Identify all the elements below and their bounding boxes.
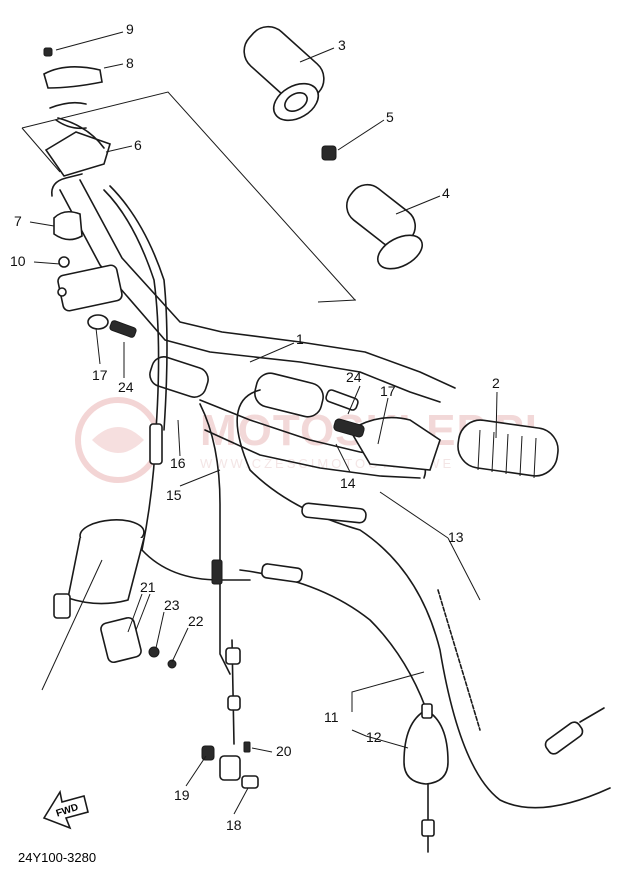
lower-cable-fitting [201,639,259,789]
catalog-code: 24Y100-3280 [18,850,96,865]
label-part-7: 7 [14,213,22,229]
label-part-13: 13 [448,529,464,545]
part-labels: 9 8 3 5 6 4 7 10 1 17 24 24 17 2 16 14 1… [10,21,500,833]
callout-frame [21,91,357,303]
label-part-24-left: 24 [118,379,134,395]
label-part-20: 20 [276,743,292,759]
label-part-18: 18 [226,817,242,833]
label-part-12: 12 [366,729,382,745]
left-lever-assembly [44,117,123,312]
label-part-15: 15 [166,487,182,503]
right-grip-2 [457,419,559,479]
grip-3 [243,25,325,122]
throttle-grip-4 [345,183,423,270]
lever-bracket-8 [43,47,103,130]
label-part-2: 2 [492,375,500,391]
label-part-24-right: 24 [346,369,362,385]
label-part-1: 1 [296,331,304,347]
leader-lines [29,31,498,815]
label-part-10: 10 [10,253,26,269]
cable-junction-12 [403,703,449,853]
label-part-4: 4 [442,185,450,201]
label-part-23: 23 [164,597,180,613]
label-part-8: 8 [126,55,134,71]
cables [103,185,611,809]
label-part-5: 5 [386,109,394,125]
label-part-14: 14 [340,475,356,491]
label-part-17-left: 17 [92,367,108,383]
small-nut-5 [321,145,337,161]
label-part-19: 19 [174,787,190,803]
handlebar [50,173,456,479]
right-lever-bracket [333,416,441,471]
label-part-16: 16 [170,455,186,471]
label-part-6: 6 [134,137,142,153]
carb-boot [41,519,177,691]
left-adjuster [87,314,137,338]
label-part-11: 11 [324,709,339,725]
label-part-17-right: 17 [380,383,396,399]
label-part-21: 21 [140,579,156,595]
fwd-arrow-marker: FWD [42,789,89,830]
label-part-3: 3 [338,37,346,53]
label-part-9: 9 [126,21,134,37]
label-part-22: 22 [188,613,204,629]
